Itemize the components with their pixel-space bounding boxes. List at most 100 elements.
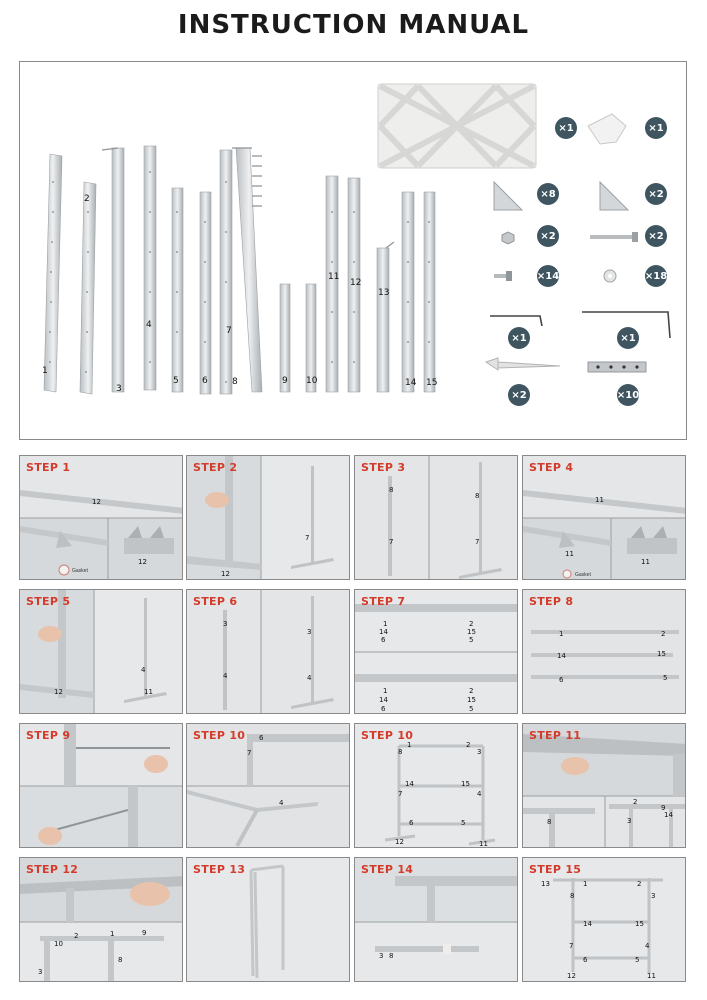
part-label: 4: [279, 799, 284, 807]
part-label: 10: [54, 940, 63, 948]
step-illustration: [523, 456, 685, 579]
part-label: 7: [398, 790, 403, 798]
rail-number: 1: [42, 366, 48, 376]
step-illustration: [20, 724, 182, 847]
part-label: 15: [467, 628, 476, 636]
count-badge: ×18: [645, 265, 667, 287]
step-8-panel: STEP 8 1 2 14 15 6 5: [522, 589, 686, 714]
part-label: 11: [647, 972, 656, 980]
part-label: 8: [389, 486, 394, 494]
part-label: 1: [407, 741, 412, 749]
part-label: 1: [583, 880, 588, 888]
part-label: 3: [38, 968, 43, 976]
leveling-spike: [484, 357, 561, 371]
part-label: 8: [570, 892, 575, 900]
parts-panel: 1 2 3 4 5 6 7 9 10 11 12 13 14 15 ×1 ×1 …: [19, 61, 687, 440]
rail-1: [43, 153, 63, 393]
rail-number: 3: [116, 384, 122, 394]
part-label: 4: [223, 672, 228, 680]
part-label: 2: [661, 630, 666, 638]
step-15-panel: STEP 15 13 1 2 8 3 14 15 7 4 6 5 12 11: [522, 857, 686, 982]
part-label: 2: [74, 932, 79, 940]
part-label: 15: [461, 780, 470, 788]
part-label: 5: [469, 705, 474, 713]
step-label: STEP 4: [529, 461, 574, 474]
step-2-panel: STEP 2 12 7: [186, 455, 350, 580]
rail-4: [143, 145, 157, 391]
step-label: STEP 8: [529, 595, 574, 608]
step-13-panel: STEP 13: [186, 857, 350, 982]
step-5-panel: STEP 5 12 4 11: [19, 589, 183, 714]
step-label: STEP 5: [26, 595, 71, 608]
nut: [501, 231, 515, 245]
step-illustration: [355, 858, 517, 981]
count-badge: ×2: [508, 384, 530, 406]
step-label: STEP 10: [193, 729, 246, 742]
part-label: 9: [661, 804, 666, 812]
step-label: STEP 11: [529, 729, 582, 742]
part-label: 7: [569, 942, 574, 950]
step-label: STEP 13: [193, 863, 246, 876]
step-label: STEP 10: [361, 729, 414, 742]
part-label: 4: [307, 674, 312, 682]
step-11-panel: STEP 11 2 9 8 3 14: [522, 723, 686, 848]
parts-drawing: [43, 83, 671, 395]
shelf-plate: [377, 83, 537, 169]
part-label: 12: [54, 688, 63, 696]
part-label: 6: [381, 705, 386, 713]
rail-caps: [101, 147, 395, 249]
gasket-label: Gasket: [575, 572, 591, 578]
part-label: 1: [383, 620, 388, 628]
triangle-bracket-pin: [599, 180, 630, 211]
step-10b-panel: STEP 10 1 2 8 3 14 15 7 4 6 5 12 11: [354, 723, 518, 848]
allen-key-large: [582, 311, 671, 339]
rail-7: [219, 149, 233, 395]
part-label: 15: [657, 650, 666, 658]
part-label: 4: [645, 942, 650, 950]
step-12-panel: STEP 12 2 1 9 10 8 3: [19, 857, 183, 982]
rail-2: [79, 181, 97, 395]
step-label: STEP 2: [193, 461, 238, 474]
step-label: STEP 7: [361, 595, 406, 608]
part-label: 11: [641, 558, 650, 566]
step-illustration: [20, 858, 182, 981]
part-label: 11: [595, 496, 604, 504]
part-label: 7: [475, 538, 480, 546]
step-label: STEP 3: [361, 461, 406, 474]
rail-number: 11: [328, 272, 340, 282]
rail-number: 2: [84, 194, 90, 204]
part-label: 8: [475, 492, 480, 500]
part-label: 5: [461, 819, 466, 827]
corner-connector: [587, 113, 627, 145]
part-label: 11: [565, 550, 574, 558]
step-label: STEP 12: [26, 863, 79, 876]
rail-6: [199, 191, 212, 395]
count-badge: ×2: [645, 183, 667, 205]
part-label: 8: [398, 748, 403, 756]
connector-bar: [587, 361, 647, 373]
step-illustration: [187, 724, 349, 847]
step-6-panel: STEP 6 3 4 3 4: [186, 589, 350, 714]
step-illustration: [523, 590, 685, 713]
part-label: 1: [383, 687, 388, 695]
part-label: 4: [477, 790, 482, 798]
rail-15: [423, 191, 436, 393]
rail-number: 15: [426, 378, 438, 388]
rail-number: 13: [378, 288, 390, 298]
part-label: 13: [541, 880, 550, 888]
count-badge: ×1: [555, 117, 577, 139]
part-label: 15: [467, 696, 476, 704]
step-illustration: [187, 590, 349, 713]
rail-5: [171, 187, 184, 393]
count-badge: ×2: [537, 225, 559, 247]
part-label: 2: [466, 741, 471, 749]
count-badge: ×10: [617, 384, 639, 406]
part-label: 2: [633, 798, 638, 806]
part-label: 6: [583, 956, 588, 964]
step-illustration: [355, 456, 517, 579]
rail-12: [347, 177, 361, 393]
part-label: 1: [559, 630, 564, 638]
page-title: INSTRUCTION MANUAL: [177, 10, 530, 40]
rail-10: [305, 283, 317, 393]
part-label: 9: [142, 929, 147, 937]
